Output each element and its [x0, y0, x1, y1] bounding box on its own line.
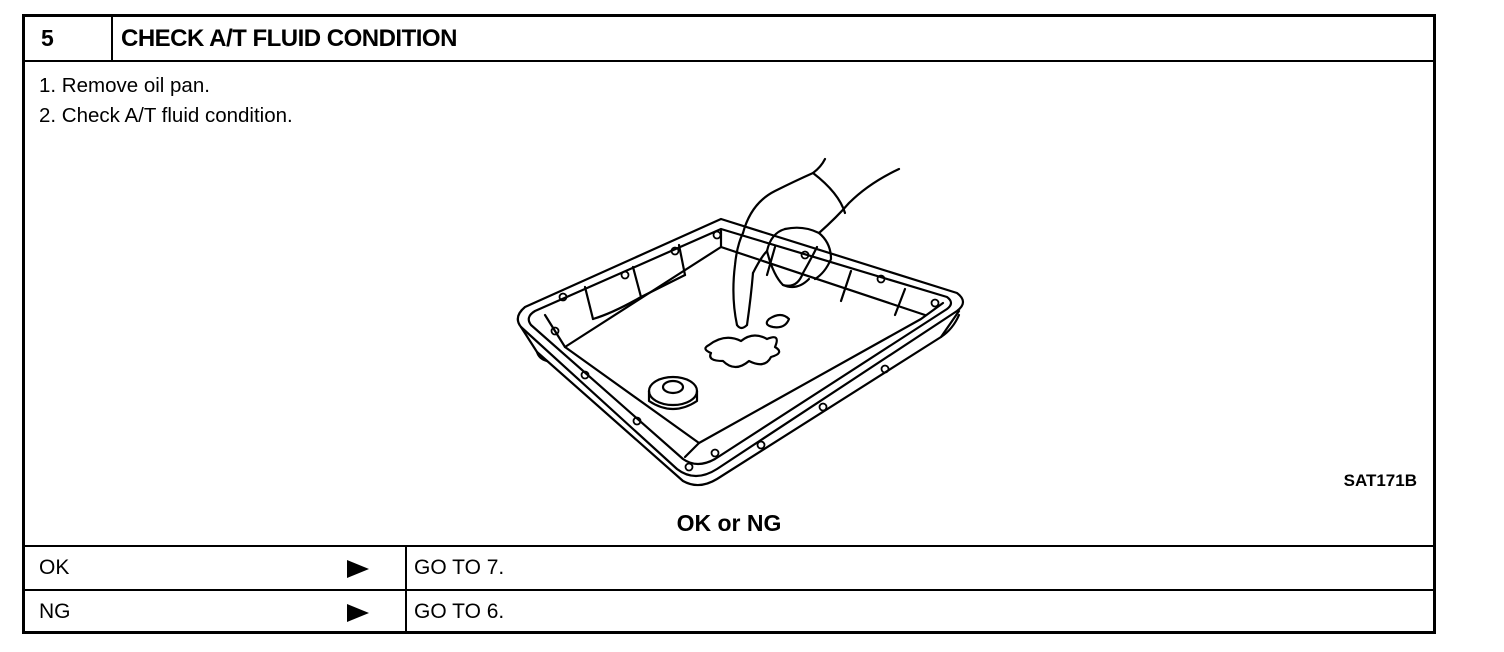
- judgement-label: OK or NG: [676, 510, 782, 536]
- instruction-item: 2. Check A/T fluid condition.: [39, 104, 293, 127]
- column-divider: [405, 547, 407, 589]
- result-row-ng: NG GO TO 6.: [25, 589, 1433, 634]
- oil-pan-illustration: [516, 157, 965, 487]
- result-label: NG: [39, 600, 71, 623]
- instruction-item: 1. Remove oil pan.: [39, 74, 210, 97]
- column-divider: [405, 591, 407, 634]
- step-title: CHECK A/T FLUID CONDITION: [121, 25, 457, 52]
- step-header: 5 CHECK A/T FLUID CONDITION: [25, 17, 1433, 62]
- diagnostic-step-table: 5 CHECK A/T FLUID CONDITION 1. Remove oi…: [22, 14, 1436, 634]
- result-row-ok: OK GO TO 7.: [25, 545, 1433, 589]
- figure-code: SAT171B: [1343, 471, 1417, 490]
- instruction-list: 1. Remove oil pan. 2. Check A/T fluid co…: [39, 71, 293, 131]
- result-action: GO TO 6.: [414, 600, 505, 623]
- arrow-right-icon: [347, 604, 369, 622]
- arrow-right-icon: [347, 560, 369, 578]
- result-label: OK: [39, 556, 70, 579]
- result-action: GO TO 7.: [414, 556, 505, 579]
- step-number: 5: [25, 17, 113, 60]
